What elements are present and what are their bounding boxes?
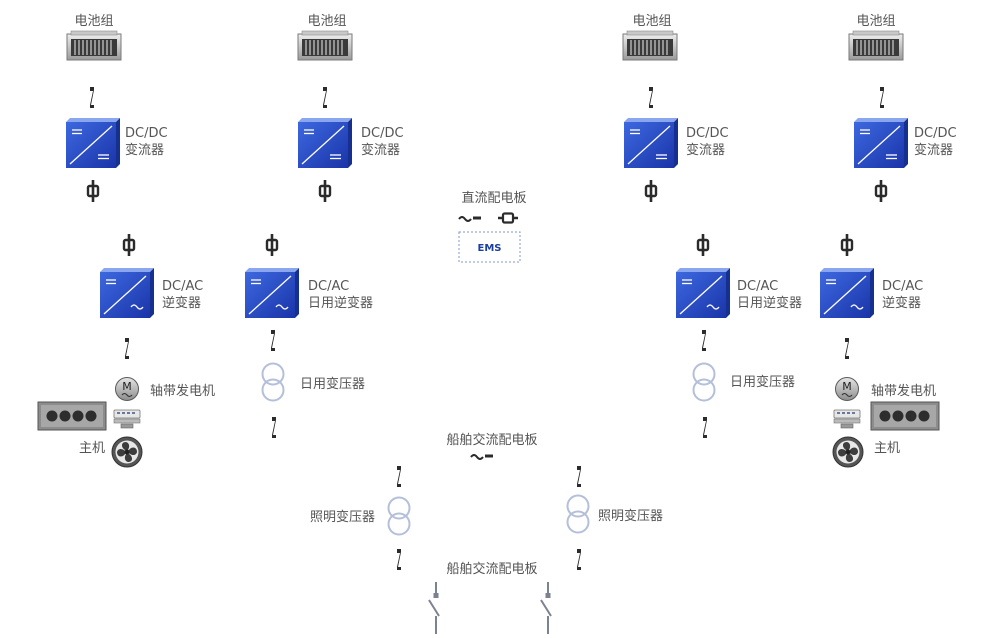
dcdc-converter-icon-3	[623, 117, 679, 169]
dc-panel-ac-icon	[457, 215, 483, 223]
fuse-icon-2	[318, 178, 332, 204]
breaker-icon-6	[271, 330, 275, 351]
battery-label-1: 电池组	[74, 14, 113, 29]
lighting-transformer-icon-left	[387, 496, 411, 536]
dcac-label-3b: 日用逆变器	[737, 295, 802, 311]
breaker-icon-3	[649, 87, 653, 108]
dcac-inverter-icon-1	[99, 267, 155, 319]
ship-ac-panel-label-upper: 船舶交流配电板	[446, 432, 537, 448]
dcac-label-4b: 逆变器	[882, 295, 921, 311]
battery-icon-4	[848, 30, 904, 61]
dcdc-label-3b: 变流器	[686, 142, 725, 158]
shaft-generator-label-left: 轴带发电机	[150, 383, 215, 399]
motor-letter-right: M	[842, 380, 852, 393]
dcac-inverter-icon-2	[244, 267, 300, 319]
dcdc-converter-icon-1	[65, 117, 121, 169]
disconnect-switch-icon-left	[428, 581, 440, 635]
coupling-icon-right	[833, 409, 861, 429]
ems-label: EMS	[478, 243, 502, 254]
battery-label-2: 电池组	[307, 14, 346, 29]
breaker-icon-12	[577, 466, 581, 487]
ship-ac-panel-ac-icon	[469, 453, 495, 461]
breaker-icon-14	[577, 549, 581, 570]
dcac-label-2b: 日用逆变器	[308, 295, 373, 311]
ship-ac-panel-label-lower: 船舶交流配电板	[446, 561, 537, 577]
breaker-icon-2	[323, 87, 327, 108]
breaker-icon-13	[397, 549, 401, 570]
dc-panel-fuse-icon	[498, 212, 518, 224]
main-engine-label-left: 主机	[79, 441, 105, 456]
fuse-icon-5	[122, 232, 136, 258]
fuse-icon-8	[840, 232, 854, 258]
battery-label-4: 电池组	[856, 14, 895, 29]
breaker-icon-4	[880, 87, 884, 108]
dcdc-label-1a: DC/DC	[125, 126, 168, 141]
dcdc-converter-icon-4	[853, 117, 909, 169]
dcdc-label-2a: DC/DC	[361, 126, 404, 141]
lighting-transformer-label-left: 照明变压器	[310, 509, 375, 525]
daily-transformer-label-right: 日用变压器	[730, 374, 795, 390]
dcdc-converter-icon-2	[297, 117, 353, 169]
daily-transformer-label-left: 日用变压器	[300, 376, 365, 392]
dcdc-label-1b: 变流器	[125, 142, 164, 158]
fuse-icon-7	[696, 232, 710, 258]
fuse-icon-1	[86, 178, 100, 204]
dcdc-label-3a: DC/DC	[686, 126, 729, 141]
dcac-label-3a: DC/AC	[737, 279, 778, 294]
fan-icon-right	[832, 436, 864, 468]
main-engine-label-right: 主机	[874, 441, 900, 456]
lighting-transformer-label-right: 照明变压器	[598, 508, 663, 524]
breaker-icon-7	[702, 330, 706, 351]
dcac-label-4a: DC/AC	[882, 279, 923, 294]
ems-box[interactable]	[458, 231, 521, 263]
dcdc-label-2b: 变流器	[361, 142, 400, 158]
dcdc-label-4b: 变流器	[914, 142, 953, 158]
battery-icon-1	[66, 30, 122, 61]
fuse-icon-3	[644, 178, 658, 204]
battery-icon-3	[622, 30, 678, 61]
dcac-inverter-icon-3	[675, 267, 731, 319]
main-engine-icon-right	[870, 401, 940, 431]
dcdc-label-4a: DC/DC	[914, 126, 957, 141]
fuse-icon-6	[265, 232, 279, 258]
breaker-icon-10	[703, 417, 707, 438]
shaft-generator-label-right: 轴带发电机	[871, 383, 936, 399]
motor-letter-left: M	[122, 380, 132, 393]
fuse-icon-4	[874, 178, 888, 204]
coupling-icon-left	[113, 409, 141, 429]
breaker-icon-11	[397, 466, 401, 487]
daily-transformer-icon-left	[261, 362, 285, 402]
dc-panel-label: 直流配电板	[461, 191, 526, 206]
disconnect-switch-icon-right	[540, 581, 552, 635]
battery-label-3: 电池组	[632, 14, 671, 29]
fan-icon-left	[111, 436, 143, 468]
dcac-label-1b: 逆变器	[162, 295, 201, 311]
breaker-icon-9	[272, 417, 276, 438]
breaker-icon-1	[90, 87, 94, 108]
dcac-label-2a: DC/AC	[308, 279, 349, 294]
daily-transformer-icon-right	[692, 362, 716, 402]
battery-icon-2	[297, 30, 353, 61]
dcac-label-1a: DC/AC	[162, 279, 203, 294]
breaker-icon-8	[845, 338, 849, 359]
breaker-icon-5	[125, 338, 129, 359]
lighting-transformer-icon-right	[566, 494, 590, 534]
main-engine-icon-left	[37, 401, 107, 431]
dcac-inverter-icon-4	[819, 267, 875, 319]
